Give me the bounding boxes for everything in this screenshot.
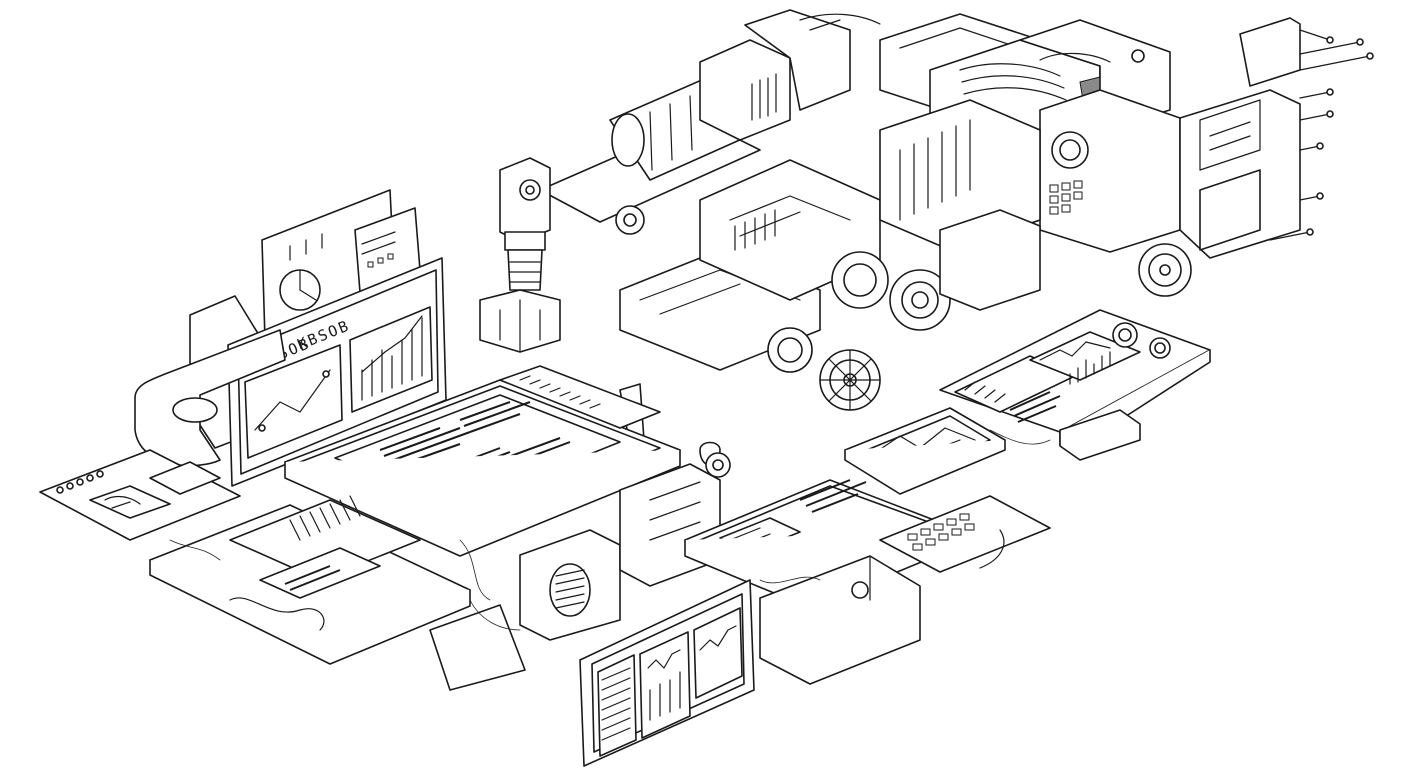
joint-discs [615,205,951,373]
bar-chart-monitor [361,315,423,401]
right-tablets [844,309,1211,573]
front-left-trays [39,449,526,691]
bottom-chart-panel [579,579,755,767]
pipe-array [1239,17,1374,241]
small-map-panel [39,449,241,541]
keypad [1049,180,1083,215]
gear-decals [1112,322,1171,359]
document-tablet [284,365,681,557]
front-data-tablet [684,479,961,609]
front-center-tray [759,555,921,685]
connector-pins [289,495,361,541]
control-housing [1039,89,1301,259]
keypad-buttons [907,513,975,551]
drive-gear-center [819,349,881,411]
piston-cylinder [539,9,881,223]
left-monitors: 01-SOB KBSOB [134,189,447,487]
cables [169,429,1051,631]
robot-arm [479,99,1041,466]
drive-gear-right [1138,243,1192,297]
